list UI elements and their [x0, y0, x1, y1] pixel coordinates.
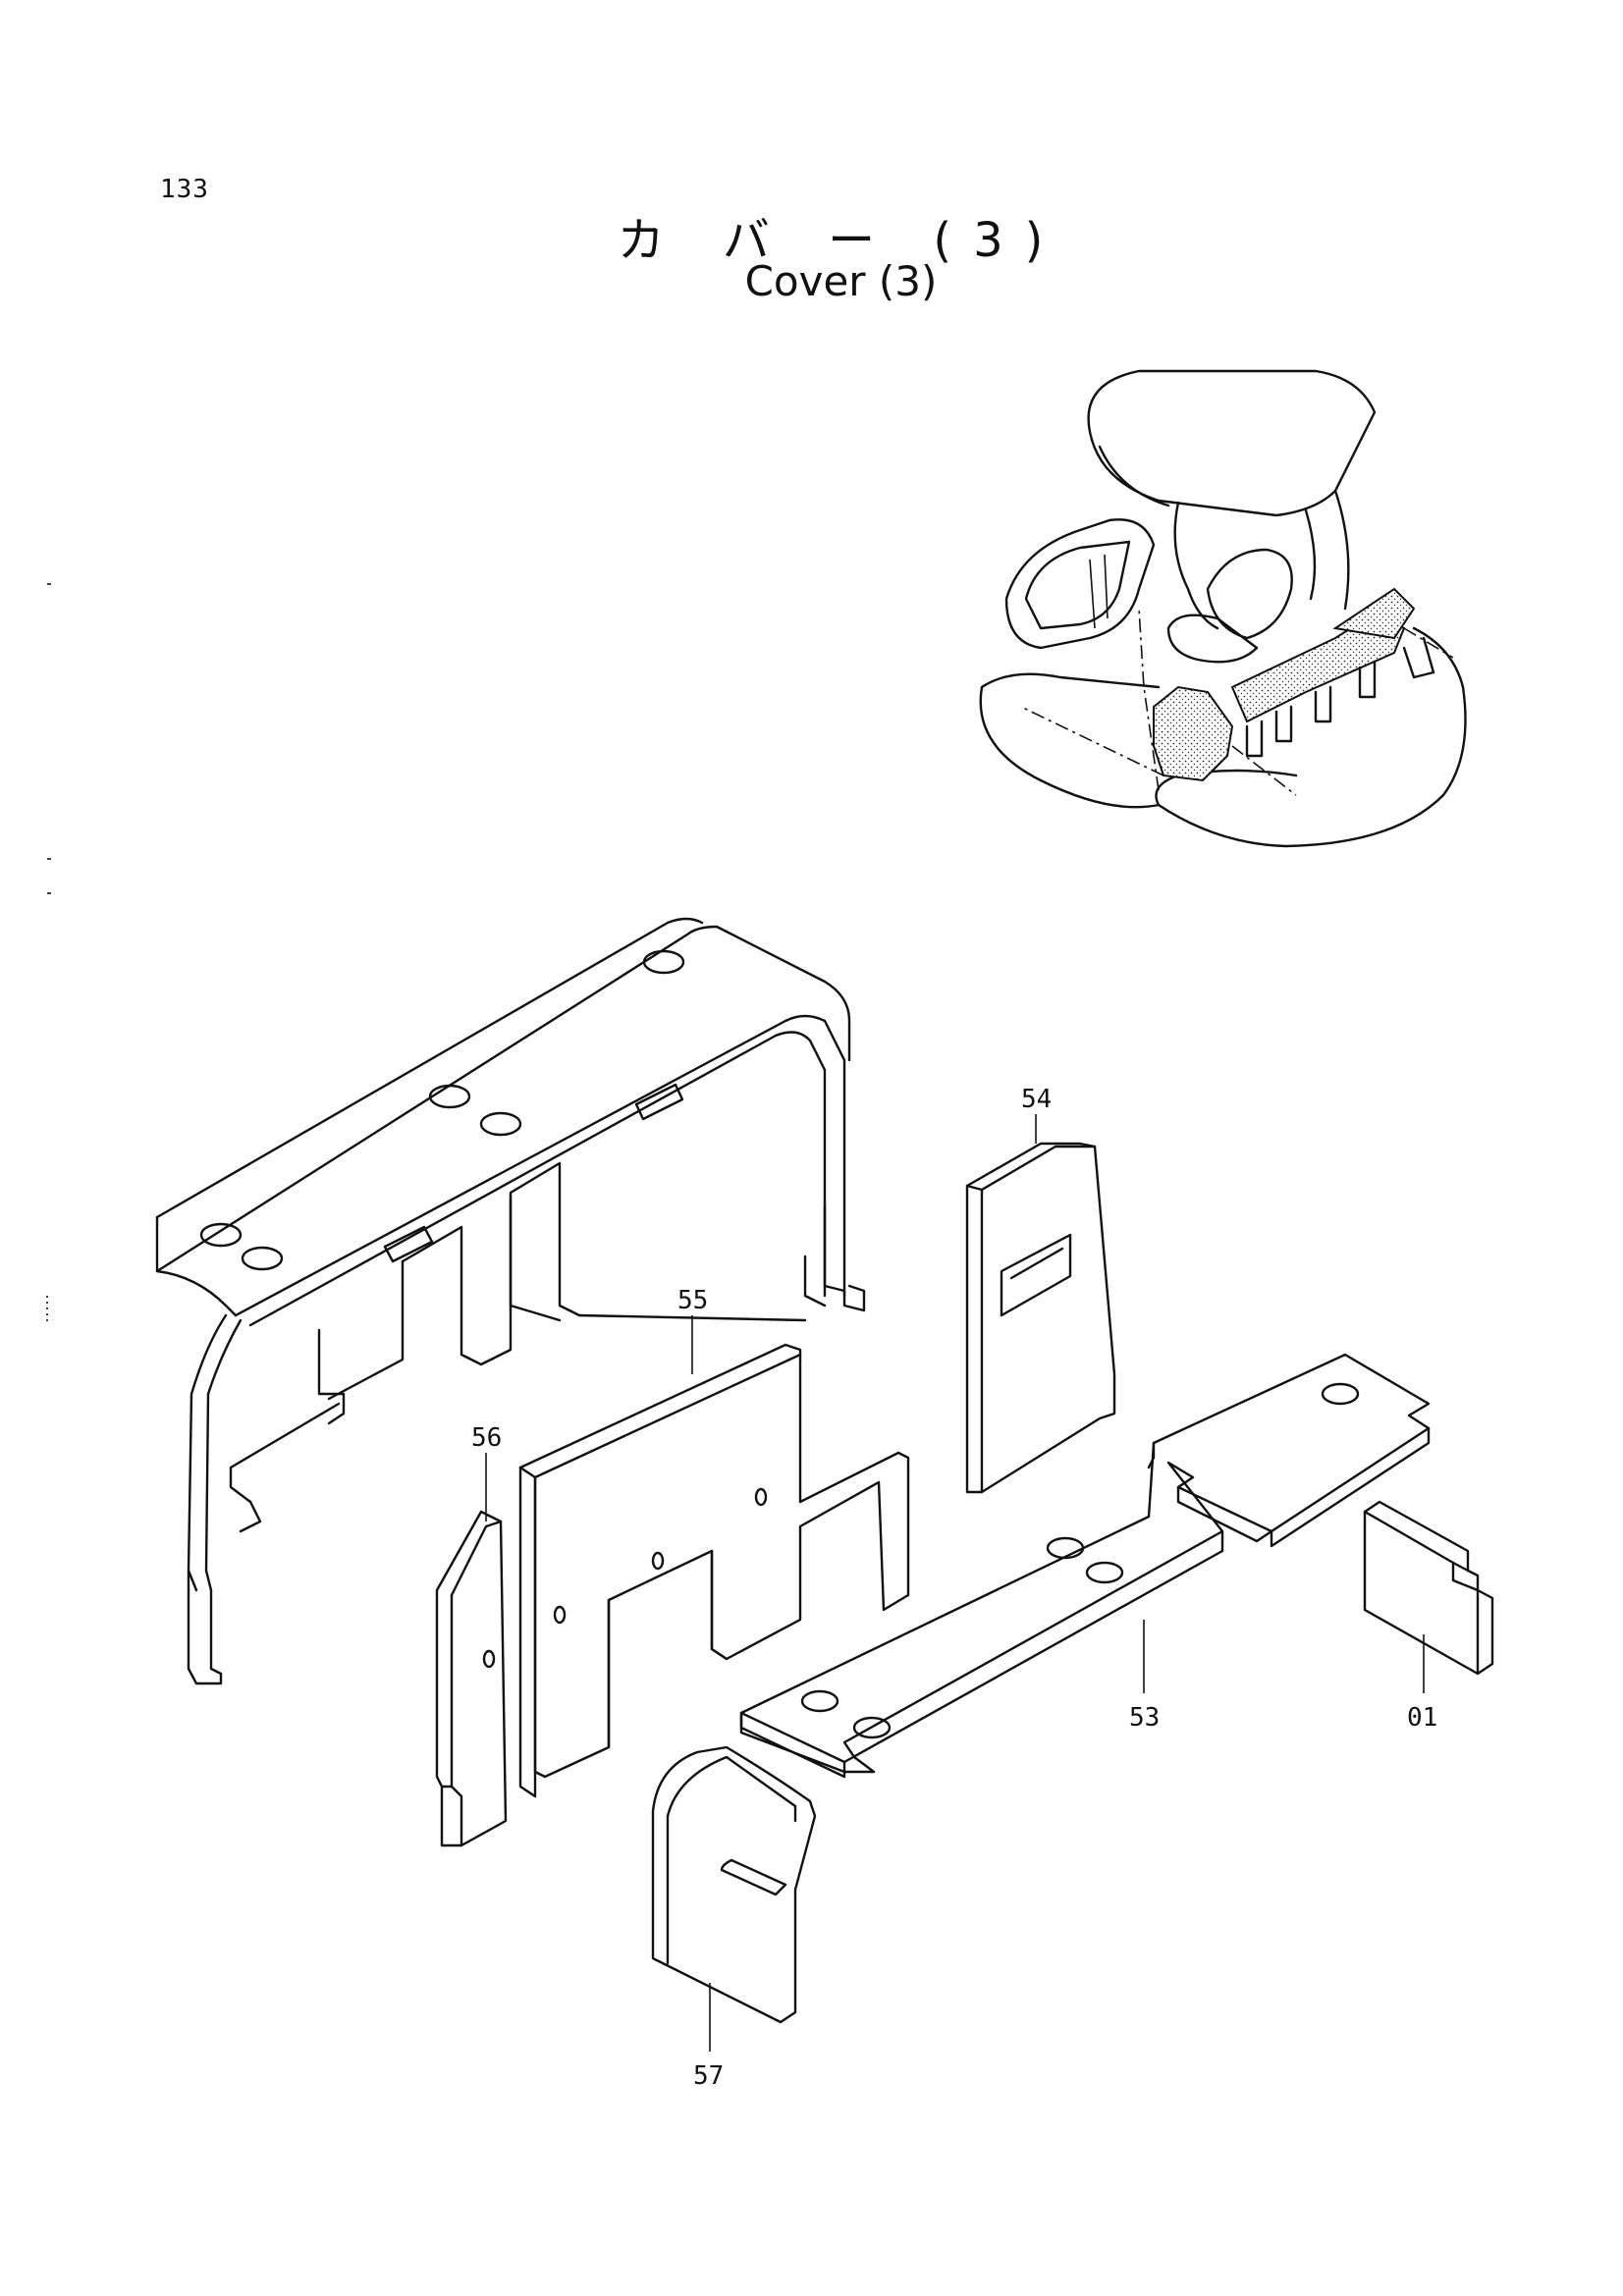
part-53: 53 — [739, 1353, 1431, 1779]
part-54: 54 — [965, 1085, 1116, 1494]
part-55: 55 — [518, 1286, 910, 1798]
part-57-label: 57 — [693, 2061, 724, 2091]
part-01-label: 01 — [1407, 1703, 1437, 1733]
part-56: 56 — [435, 1423, 508, 1847]
page-title-english: Cover (3) — [744, 257, 938, 305]
page-title-japanese: カ バ ー (3) — [617, 213, 1065, 268]
part-54-label: 54 — [1021, 1085, 1052, 1114]
part-55-label: 55 — [677, 1286, 708, 1315]
part-01: 01 — [1363, 1500, 1494, 1733]
machine-overview-illustration — [979, 369, 1467, 848]
scan-marks — [46, 583, 51, 1325]
part-53-label: 53 — [1129, 1703, 1160, 1733]
part-56-label: 56 — [471, 1423, 502, 1453]
main-frame-illustration — [155, 917, 866, 1685]
page-number: 133 — [160, 175, 209, 204]
part-57: 57 — [651, 1745, 817, 2091]
